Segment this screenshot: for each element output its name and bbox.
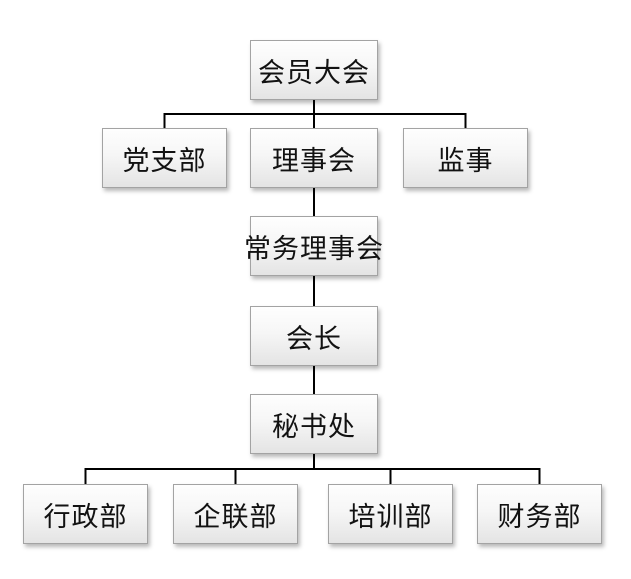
- org-node-finance-dept: 财务部: [477, 484, 602, 544]
- org-node-members-assembly: 会员大会: [250, 40, 378, 100]
- org-node-supervisor: 监事: [403, 128, 528, 188]
- org-node-administration-dept: 行政部: [23, 484, 148, 544]
- node-label: 监事: [437, 145, 494, 176]
- node-label: 常务理事会: [244, 233, 384, 264]
- node-label: 理事会: [272, 145, 356, 176]
- node-label: 会长: [286, 323, 342, 354]
- node-label: 党支部: [122, 145, 207, 176]
- org-node-standing-council: 常务理事会: [244, 216, 383, 276]
- node-label: 秘书处: [272, 411, 356, 442]
- org-node-president: 会长: [250, 306, 378, 366]
- node-label: 培训部: [348, 501, 433, 532]
- org-node-secretariat: 秘书处: [250, 394, 378, 454]
- node-label: 财务部: [497, 501, 582, 532]
- org-node-council: 理事会: [250, 128, 378, 188]
- node-label: 会员大会: [258, 57, 370, 88]
- org-node-enterprise-liaison-dept: 企联部: [173, 484, 298, 544]
- node-label: 行政部: [43, 501, 128, 532]
- org-node-party-branch: 党支部: [102, 128, 227, 188]
- org-node-training-dept: 培训部: [328, 484, 453, 544]
- node-label: 企联部: [193, 501, 278, 532]
